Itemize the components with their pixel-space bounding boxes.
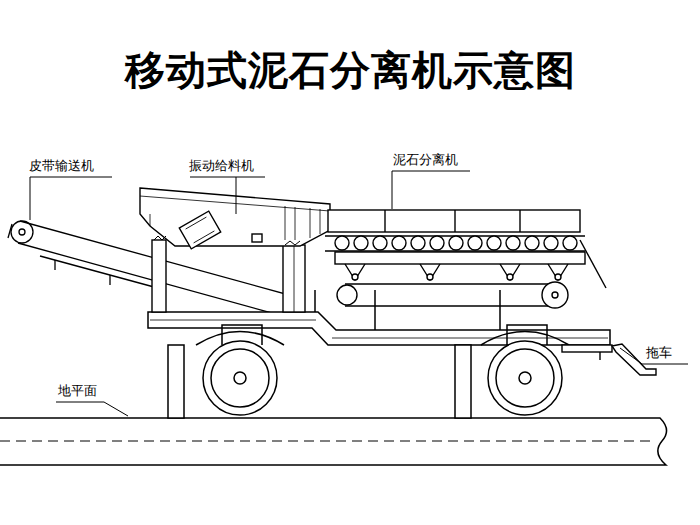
vibrating-feeder [285,241,300,245]
part-label: 地平面 [57,383,98,399]
chassis-frame [150,320,316,321]
separator [555,274,561,280]
tow-hitch [599,352,600,360]
diagram-title: 移动式泥石分离机示意图 [125,46,576,94]
ground [0,418,667,465]
chassis-frame [499,290,501,330]
separator [335,252,585,264]
ground [0,418,667,465]
separator [427,274,433,280]
vibrating-feeder [179,211,220,249]
chassis-frame [314,290,316,312]
separator [328,210,580,232]
wheel [496,349,554,407]
tow-hitch [562,345,612,352]
belt-conveyor [8,224,12,238]
separator [345,283,555,284]
leader-line [30,171,688,416]
leader-line [56,402,104,403]
vibrating-feeder [140,188,330,246]
separator [392,236,406,250]
ground [0,441,655,442]
separator [430,236,444,250]
separator [552,292,558,298]
separator [500,264,520,280]
separator [519,210,520,232]
separator [580,240,606,288]
chassis-frame [332,338,608,339]
belt-conveyor [109,275,110,285]
wheel [203,341,277,415]
separator [542,282,568,308]
vibrating-feeder [140,188,330,312]
chassis-frame [455,345,471,418]
vibrating-feeder [320,209,321,234]
vibrating-feeder [283,245,305,312]
separator [507,274,513,280]
chassis-frame [374,290,376,330]
chassis-frame [148,312,610,345]
chassis-frame [168,345,184,418]
separator [345,264,365,280]
separator [563,236,577,250]
separator [487,236,501,250]
vibrating-feeder [252,234,262,242]
separator [454,210,455,232]
vibrating-feeder [179,211,220,249]
vibrating-feeder [150,214,151,226]
separator [325,210,606,308]
wheel [234,372,246,384]
vibrating-feeder [294,245,295,312]
separator [352,274,358,280]
separator [468,236,482,250]
separator [506,236,520,250]
chassis-frame [148,290,610,418]
separator [354,236,368,250]
part-label: 泥石分离机 [392,152,459,168]
vibrating-feeder [310,208,311,238]
vibrating-feeder [140,196,330,211]
part-label: 皮带输送机 [28,158,95,174]
vibrating-feeder [152,240,166,312]
separator [420,264,440,280]
belt-conveyor [54,260,55,270]
leader-line [236,177,237,214]
leader-line [190,177,265,178]
wheel [488,341,562,415]
separator [335,236,349,250]
separator [373,236,387,250]
tow-hitch [562,344,656,375]
belt-conveyor [19,229,25,235]
belt-conveyor [8,221,300,318]
separator [544,236,558,250]
separator [384,210,385,232]
belt-conveyor [40,256,165,290]
vibrating-feeder [285,206,286,240]
separator [345,305,555,306]
vibrating-feeder [295,207,296,240]
separator [449,236,463,250]
vibrating-feeder [186,217,207,229]
wheel [196,332,569,416]
separator [411,236,425,250]
separator [525,236,539,250]
separator [337,285,357,305]
separator [548,264,568,280]
leader-line [104,402,128,416]
wheel [211,349,269,407]
leader-line [392,171,470,209]
part-label: 拖车 [645,345,673,361]
vibrating-feeder [194,231,215,243]
vibrating-feeder [154,236,166,240]
part-label: 振动给料机 [188,158,255,174]
leader-line [30,177,112,220]
wheel [519,372,531,384]
